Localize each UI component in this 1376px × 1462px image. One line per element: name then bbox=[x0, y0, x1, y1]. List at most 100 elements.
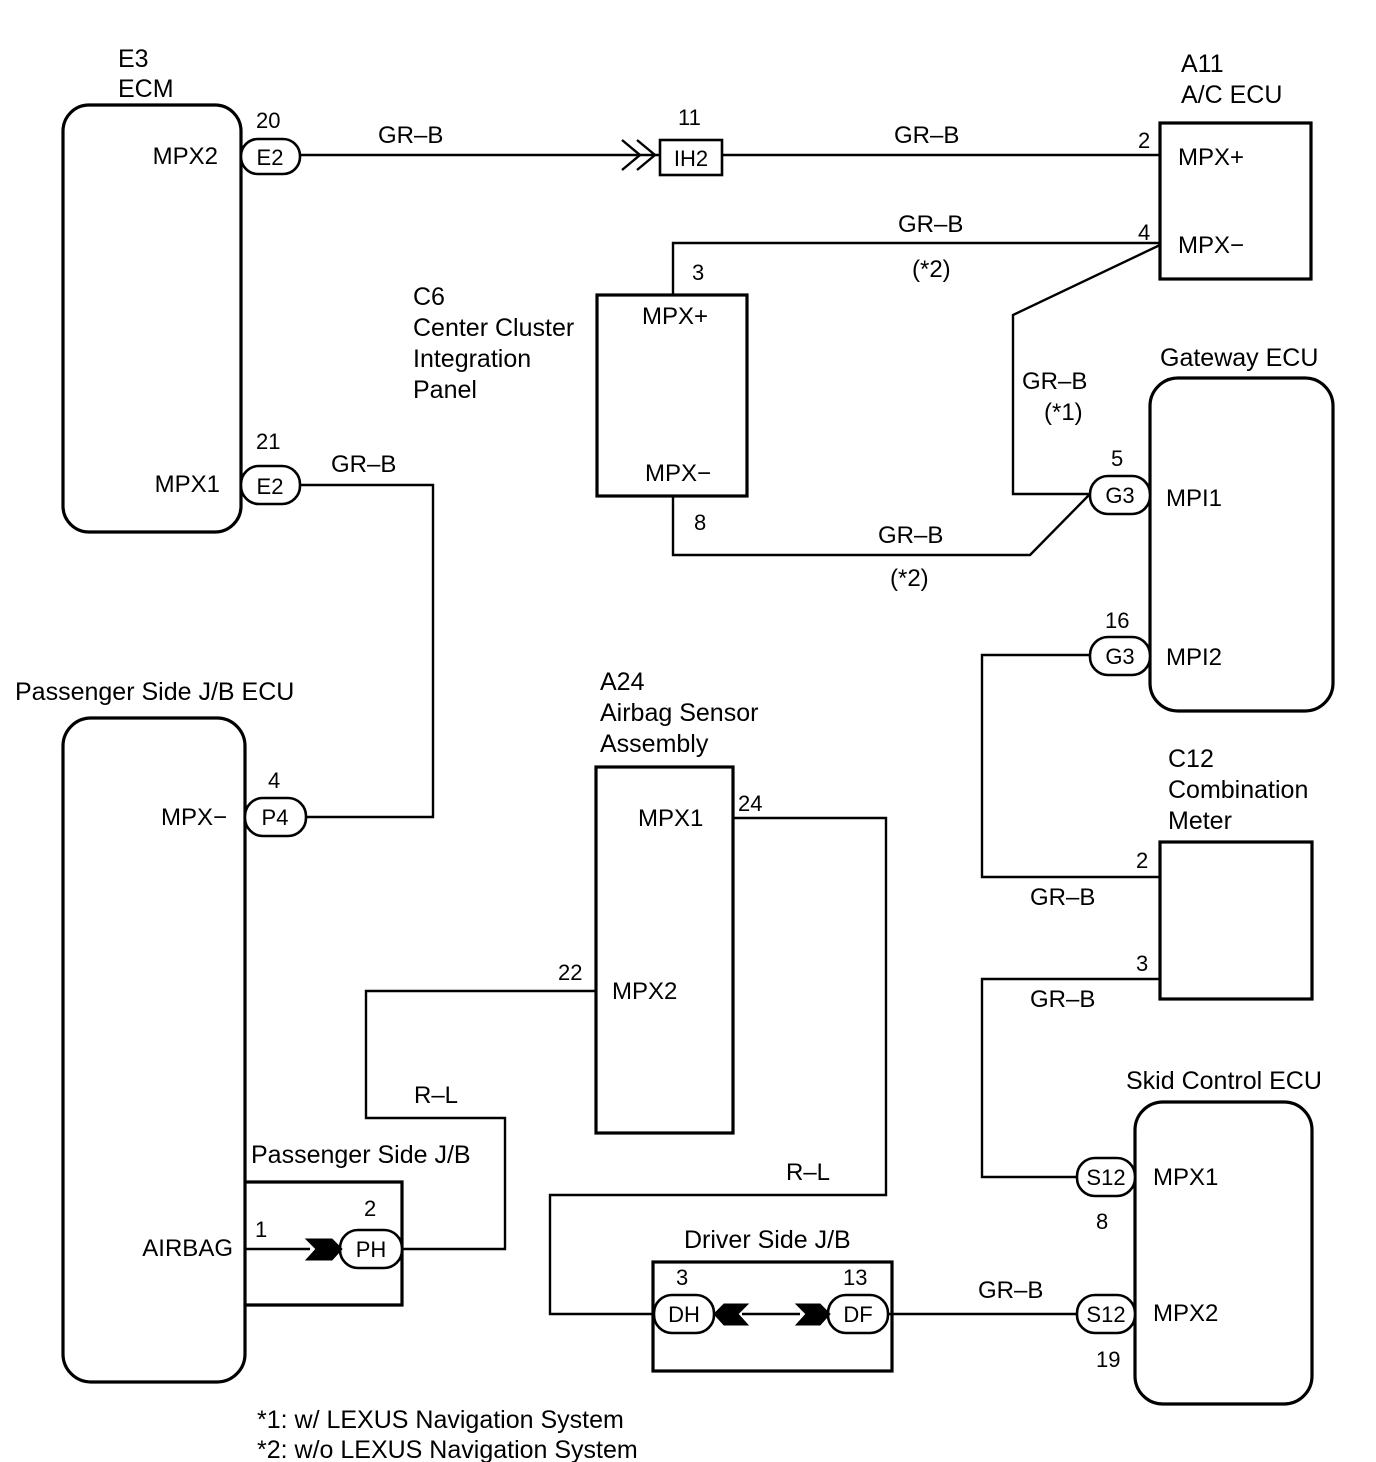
wires bbox=[245, 153, 1161, 1316]
wire-note: (*2) bbox=[912, 256, 951, 283]
combination-meter-name-line1: Combination bbox=[1168, 776, 1308, 804]
center-cluster-name-line2: Integration bbox=[413, 345, 531, 373]
footnote-1: *1: w/ LEXUS Navigation System bbox=[257, 1406, 624, 1434]
wire-color-label: GR–B bbox=[378, 122, 443, 149]
pin-number: 4 bbox=[1138, 220, 1150, 245]
connector-ecm-e2-bottom: E2 bbox=[239, 464, 302, 506]
ecm-code: E3 bbox=[118, 45, 149, 73]
wire-color-label: GR–B bbox=[878, 522, 943, 549]
ecm-pin-mpx2: MPX2 bbox=[153, 143, 218, 170]
arrow-right-icon bbox=[304, 1238, 343, 1261]
connector-label: DH bbox=[668, 1302, 700, 1327]
wire-color-label: GR–B bbox=[894, 122, 959, 149]
pin-number: 2 bbox=[1136, 848, 1148, 873]
pin-number: 3 bbox=[692, 260, 704, 285]
passenger-jb-name: Passenger Side J/B bbox=[251, 1141, 471, 1169]
airbag-sensor-box bbox=[594, 765, 735, 1135]
airbag-sensor-name-line1: Airbag Sensor bbox=[600, 699, 758, 727]
connector-g3-top: G3 bbox=[1088, 474, 1152, 516]
connector-label: G3 bbox=[1105, 644, 1134, 669]
pin-number: 3 bbox=[1136, 951, 1148, 976]
wire-color-label: R–L bbox=[414, 1082, 458, 1109]
pin-number: 21 bbox=[256, 429, 280, 454]
pin-number: 11 bbox=[678, 105, 701, 130]
pin-number: 8 bbox=[1096, 1209, 1108, 1234]
connector-p4: P4 bbox=[243, 796, 308, 838]
pin-number: 19 bbox=[1096, 1347, 1120, 1372]
connector-label: DF bbox=[843, 1302, 872, 1327]
pin-number: 4 bbox=[268, 768, 280, 793]
pin-number: 3 bbox=[676, 1265, 688, 1290]
connector-df: DF bbox=[826, 1293, 890, 1335]
connector-dh: DH bbox=[652, 1293, 716, 1335]
ac-ecu-pin-minus: MPX− bbox=[1178, 232, 1244, 259]
airbag-sensor-name-line2: Assembly bbox=[600, 730, 709, 758]
arrow-right-icon bbox=[794, 1303, 831, 1326]
airbag-sensor-code: A24 bbox=[600, 668, 645, 696]
wire-airbag-ph bbox=[364, 989, 596, 1251]
passenger-jb-ecu-pin-mpx: MPX− bbox=[161, 804, 227, 831]
arrow-left-icon bbox=[713, 1303, 750, 1326]
combination-meter-name-line2: Meter bbox=[1168, 807, 1232, 835]
center-cluster-name-line3: Panel bbox=[413, 376, 477, 404]
connector-label: E2 bbox=[257, 145, 284, 170]
pin-number: 8 bbox=[694, 510, 706, 535]
wire-cc-ac bbox=[671, 241, 1160, 295]
passenger-jb-ecu-name: Passenger Side J/B ECU bbox=[15, 678, 294, 706]
ac-ecu-code: A11 bbox=[1181, 50, 1224, 78]
skid-ecu-pin-mpx1: MPX1 bbox=[1153, 1164, 1218, 1191]
center-cluster-box bbox=[595, 293, 749, 498]
wire-ecm-pj bbox=[300, 483, 435, 819]
connector-label: G3 bbox=[1105, 483, 1134, 508]
connector-label: S12 bbox=[1086, 1165, 1125, 1190]
ac-ecu-name: A/C ECU bbox=[1181, 81, 1282, 109]
passenger-jb-ecu-box bbox=[61, 716, 247, 1384]
connector-ih2: IH2 bbox=[658, 138, 724, 177]
wire-ac-gateway bbox=[1011, 243, 1161, 496]
connector-s12-top: S12 bbox=[1075, 1156, 1137, 1198]
wire-color-label: GR–B bbox=[898, 211, 963, 238]
footnote-2: *2: w/o LEXUS Navigation System bbox=[257, 1436, 638, 1462]
ecm-box bbox=[61, 103, 243, 534]
wire-color-label: GR–B bbox=[331, 451, 396, 478]
pin-number: 1 bbox=[255, 1217, 267, 1242]
ecm-pin-mpx1: MPX1 bbox=[155, 471, 220, 498]
pin-number: 2 bbox=[1138, 128, 1150, 153]
wire-meter-skid bbox=[980, 977, 1160, 1179]
connector-label: E2 bbox=[257, 474, 284, 499]
center-cluster-pin-plus: MPX+ bbox=[642, 303, 708, 330]
connector-g3-bottom: G3 bbox=[1088, 635, 1152, 677]
pin-number: 5 bbox=[1111, 446, 1123, 471]
ac-ecu-pin-plus: MPX+ bbox=[1178, 144, 1244, 171]
pin-number: 13 bbox=[843, 1265, 867, 1290]
connector-s12-bottom: S12 bbox=[1075, 1293, 1137, 1335]
connector-label: S12 bbox=[1086, 1302, 1125, 1327]
pin-number: 16 bbox=[1105, 608, 1129, 633]
airbag-sensor-pin-mpx2: MPX2 bbox=[612, 978, 677, 1005]
passenger-jb-ecu-pin-airbag: AIRBAG bbox=[142, 1235, 233, 1262]
combination-meter-code: C12 bbox=[1168, 745, 1214, 773]
wire-color-label: R–L bbox=[786, 1159, 830, 1186]
pin-number: 24 bbox=[738, 791, 762, 816]
skid-ecu-pin-mpx2: MPX2 bbox=[1153, 1300, 1218, 1327]
pin-number: 2 bbox=[364, 1196, 376, 1221]
wire-gateway-meter bbox=[980, 653, 1160, 879]
wire-color-label: GR–B bbox=[1030, 884, 1095, 911]
skid-control-ecu-box bbox=[1133, 1100, 1314, 1406]
airbag-sensor-pin-mpx1: MPX1 bbox=[638, 805, 703, 832]
wire-cc-gateway bbox=[671, 493, 1091, 557]
ecm-name: ECM bbox=[118, 75, 174, 103]
gateway-ecu-name: Gateway ECU bbox=[1160, 344, 1318, 372]
wire-airbag-dh bbox=[548, 816, 888, 1316]
double-chevron-icon bbox=[621, 139, 657, 171]
connector-ph: PH bbox=[338, 1228, 404, 1270]
wire-color-label: GR–B bbox=[1022, 368, 1087, 395]
combination-meter-box bbox=[1158, 840, 1314, 1001]
wire-color-label: GR–B bbox=[1030, 986, 1095, 1013]
ac-ecu-box bbox=[1158, 121, 1313, 281]
wire-color-label: GR–B bbox=[978, 1277, 1043, 1304]
center-cluster-code: C6 bbox=[413, 283, 445, 311]
driver-jb-name: Driver Side J/B bbox=[684, 1226, 851, 1254]
connector-label: IH2 bbox=[674, 146, 708, 171]
